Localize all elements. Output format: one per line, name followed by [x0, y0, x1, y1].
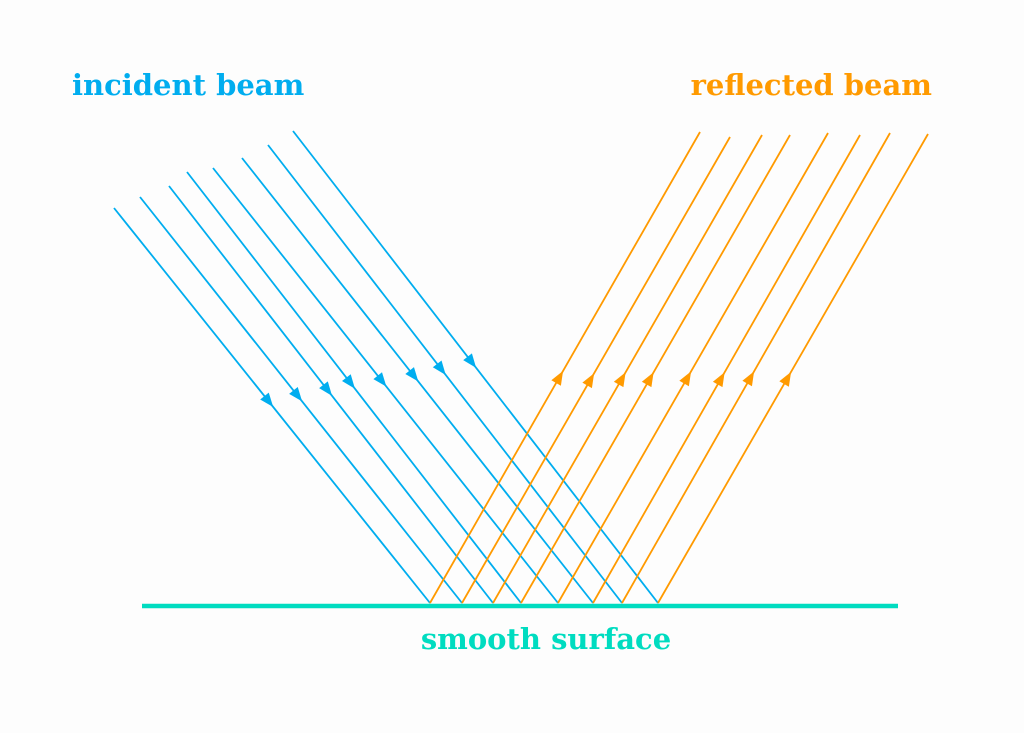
- incident-rays: [113, 130, 659, 604]
- reflected-beam-label: reflected beam: [691, 68, 933, 102]
- reflected-arrow-icon: [712, 372, 725, 388]
- incident-arrow-icon: [319, 381, 333, 396]
- reflected-ray: [657, 133, 929, 604]
- reflected-ray: [557, 132, 829, 604]
- reflected-ray: [621, 132, 891, 604]
- reflected-ray: [429, 131, 701, 604]
- reflected-arrow-icon: [551, 370, 564, 386]
- reflected-arrow-icon: [613, 372, 626, 388]
- reflected-ray: [461, 136, 731, 604]
- reflected-rays: [429, 131, 929, 604]
- incident-beam-label: incident beam: [72, 68, 305, 102]
- reflected-ray: [592, 134, 861, 604]
- reflected-ray: [492, 134, 763, 604]
- incident-arrow-icon: [432, 360, 446, 375]
- reflected-arrow-icon: [742, 371, 755, 387]
- incident-arrow-icon: [342, 374, 355, 389]
- reflected-arrow-icon: [641, 372, 654, 388]
- reflected-arrow-icon: [679, 371, 692, 387]
- incident-arrow-icon: [260, 392, 274, 408]
- reflected-ray: [520, 134, 791, 604]
- smooth-surface-label: smooth surface: [421, 622, 671, 656]
- reflected-arrow-icon: [779, 371, 792, 387]
- incident-arrow-icon: [373, 372, 387, 387]
- reflected-arrow-icon: [582, 373, 595, 389]
- incident-arrow-icon: [289, 387, 303, 402]
- incident-arrow-icon: [405, 367, 419, 382]
- incident-arrow-icon: [463, 353, 477, 368]
